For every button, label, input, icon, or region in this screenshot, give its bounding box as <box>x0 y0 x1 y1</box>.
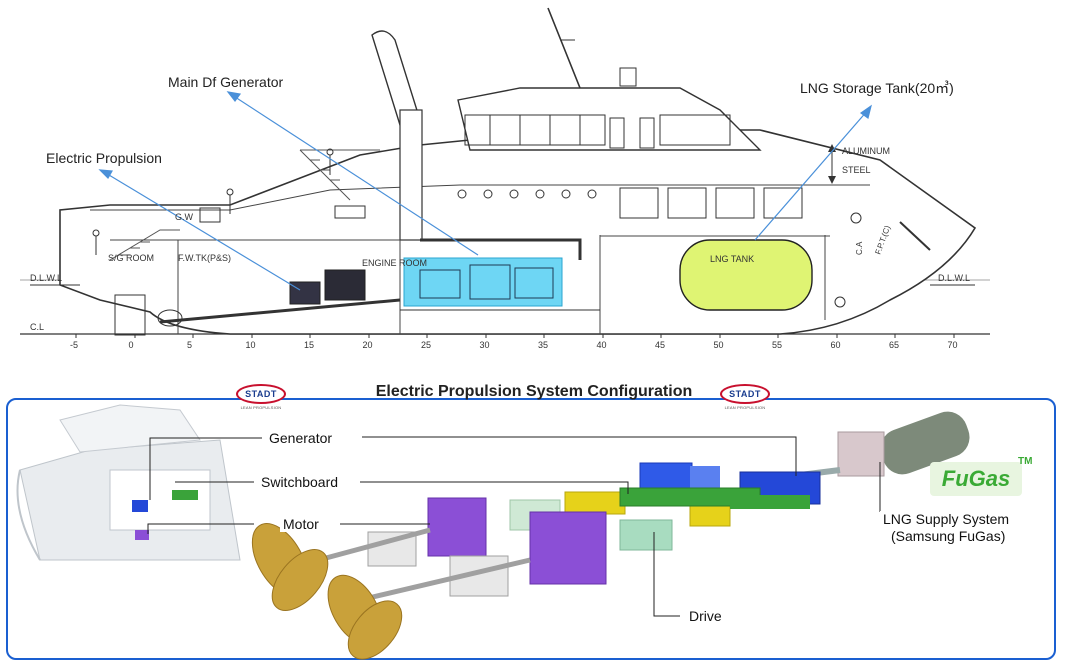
steel-label: STEEL <box>842 165 871 175</box>
generator-label: Generator <box>266 430 336 446</box>
engine-room-label: ENGINE ROOM <box>362 258 427 268</box>
dlwl-right-label: D.L.W.L <box>938 273 970 283</box>
frame-number: 10 <box>246 340 256 350</box>
lng-tank-label: LNG TANK <box>710 254 754 264</box>
stadt-logo-right-subtext: LEAN PROPULSION <box>724 405 766 410</box>
stadt-logo-right-text: STADT <box>720 384 770 404</box>
main-df-generator-callout: Main Df Generator <box>168 74 284 90</box>
lng-supply-system-label: LNG Supply System <box>880 511 1013 527</box>
switchboard-units <box>564 487 810 527</box>
frame-number: 0 <box>129 340 134 350</box>
stadt-logo-left-subtext: LEAN PROPULSION <box>240 405 282 410</box>
stadt-logo-right: STADT LEAN PROPULSION <box>716 384 774 412</box>
drive-label: Drive <box>686 608 725 624</box>
section-title: Electric Propulsion System Configuration <box>375 383 693 400</box>
stadt-logo-left-text: STADT <box>236 384 286 404</box>
frame-number: 25 <box>421 340 431 350</box>
lng-supply-tank <box>759 411 970 483</box>
fugas-logo: FuGas <box>930 462 1022 496</box>
samsung-fugas-label: (Samsung FuGas) <box>888 528 1009 544</box>
motor-label: Motor <box>280 516 322 532</box>
gw-label: G.W <box>175 212 194 222</box>
frame-number: 60 <box>831 340 841 350</box>
frame-number: 5 <box>187 340 192 350</box>
frame-number: 20 <box>363 340 373 350</box>
aluminum-label: ALUMINUM <box>842 146 890 156</box>
frame-number: 50 <box>714 340 724 350</box>
fwtk-label: F.W.TK(P&S) <box>178 253 231 263</box>
frame-number: 55 <box>772 340 782 350</box>
frame-number: -5 <box>70 340 78 350</box>
system-configuration-panel <box>6 398 1056 660</box>
stadt-logo-left: STADT LEAN PROPULSION <box>232 384 290 412</box>
propellers <box>251 523 403 660</box>
frame-number: 35 <box>538 340 548 350</box>
switchboard-label: Switchboard <box>258 474 342 490</box>
ship-cutaway <box>16 404 241 561</box>
ship-profile-drawing: ALUMINUM STEEL ENGINE ROOM LNG TANK S/G … <box>20 7 990 350</box>
sg-room-label: S/G ROOM <box>108 253 154 263</box>
fugas-trademark: TM <box>1018 456 1033 467</box>
frame-number: 40 <box>597 340 607 350</box>
frame-number: 15 <box>304 340 314 350</box>
dlwl-left-label: D.L.W.L <box>30 273 62 283</box>
frame-number: 65 <box>889 340 899 350</box>
motor-units <box>427 497 607 585</box>
cl-label: C.L <box>30 322 44 332</box>
ca-label: C.A <box>855 241 864 255</box>
lng-storage-tank-callout: LNG Storage Tank(20㎥) <box>800 80 954 96</box>
frame-number: 45 <box>655 340 665 350</box>
frame-number: 30 <box>480 340 490 350</box>
electric-propulsion-callout: Electric Propulsion <box>46 150 162 166</box>
frame-number: 70 <box>948 340 958 350</box>
propulsion-system-illustration <box>16 404 970 660</box>
